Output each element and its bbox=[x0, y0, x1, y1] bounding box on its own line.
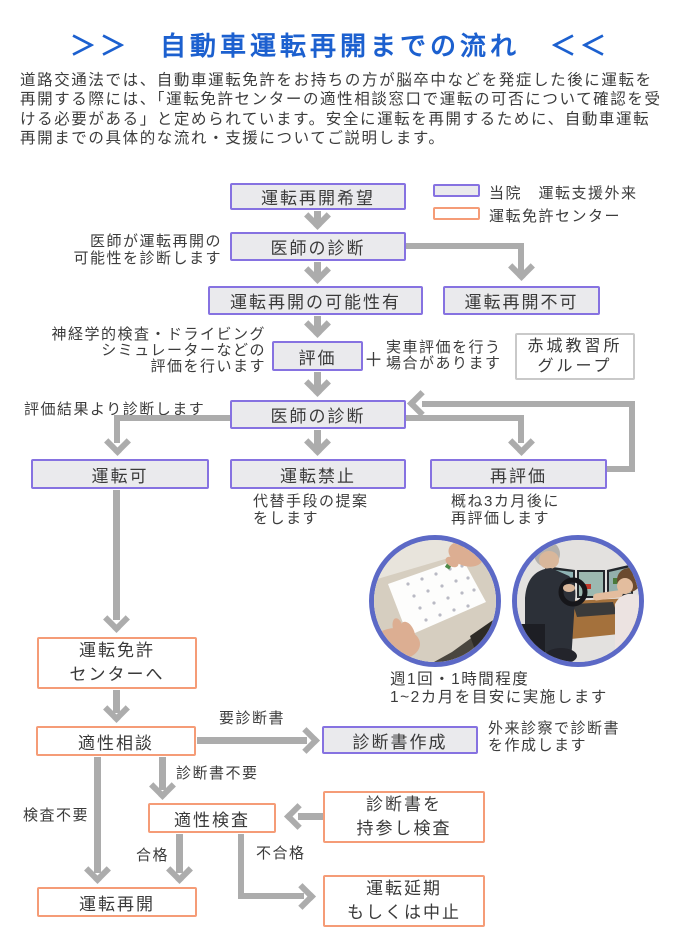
note-evaluation-methods: 神経学的検査・ドライビング シミュレーターなどの 評価を行います bbox=[51, 326, 266, 375]
page-title: ＞＞ 自動車運転再開までの流れ ＜＜ bbox=[69, 31, 610, 61]
arrowhead-doctor1-to-possible bbox=[304, 257, 331, 284]
arrowhead-licensecenter-to-consultation bbox=[103, 696, 130, 723]
sim-chair bbox=[519, 624, 545, 662]
arrow-consultation-to-resume bbox=[94, 757, 101, 873]
node-aptitude-consultation: 適性相談 bbox=[36, 726, 196, 756]
arrow-wish-to-doctor1 bbox=[314, 211, 321, 223]
woman-pointing-arm bbox=[593, 590, 623, 601]
arrowhead-test-to-postpone bbox=[289, 883, 316, 910]
node-resume-wish: 運転再開希望 bbox=[230, 183, 406, 210]
keyboard bbox=[573, 602, 617, 617]
arrow-doctor2-to-driveok-v bbox=[114, 415, 120, 443]
man-face bbox=[539, 551, 559, 569]
arrow-consultation-to-test bbox=[159, 757, 166, 790]
arrow-reeval-feedback-v bbox=[629, 401, 635, 472]
node-drive-prohibited: 運転禁止 bbox=[230, 459, 406, 489]
label-pass: 合格 bbox=[136, 847, 170, 864]
node-resume-possible: 運転再開の可能性有 bbox=[208, 286, 423, 315]
arrow-test-to-postpone-v bbox=[238, 834, 244, 896]
arrowhead-driveok-to-licensecenter bbox=[103, 606, 130, 633]
node-drive-ok: 運転可 bbox=[31, 459, 209, 489]
arrow-doctor1-to-impossible-v bbox=[518, 243, 524, 273]
arrow-doctor1-to-possible bbox=[314, 262, 321, 276]
node-aptitude-test: 適性検査 bbox=[148, 803, 276, 833]
plus-sign: ＋ bbox=[364, 350, 384, 371]
woman-top bbox=[615, 593, 639, 662]
legend-swatch-clinic bbox=[433, 184, 480, 197]
driving-simulator-photo bbox=[512, 535, 644, 667]
node-evaluation: 評価 bbox=[272, 341, 363, 371]
note-re-evaluation-timing: 概ね3カ月後に 再評価します bbox=[451, 493, 560, 527]
arrow-reeval-feedback-h bbox=[422, 401, 635, 407]
note-alternative-transport: 代替手段の提案 をします bbox=[253, 493, 369, 527]
arrowhead-doctor1-to-impossible bbox=[508, 254, 535, 281]
legend-label-license-center: 運転免許センター bbox=[489, 208, 622, 225]
node-bring-certificate: 診断書を 持参し検査 bbox=[323, 791, 485, 843]
node-re-evaluation: 再評価 bbox=[430, 459, 607, 489]
arrow-reeval-feedback-stub bbox=[607, 466, 635, 472]
label-need-certificate: 要診断書 bbox=[219, 710, 286, 727]
node-doctor-diagnosis-2: 医師の診断 bbox=[230, 400, 406, 429]
arrowhead-consultation-to-certificate bbox=[293, 727, 320, 754]
arrow-doctor2-to-prohibited bbox=[314, 430, 321, 448]
note-diagnosis-from-results: 評価結果より診断します bbox=[24, 401, 206, 418]
node-resume-driving: 運転再開 bbox=[37, 887, 197, 917]
note-doctor-diagnoses: 医師が運転再開の 可能性を診断します bbox=[73, 233, 222, 267]
label-no-certificate: 診断書不要 bbox=[176, 765, 259, 782]
arrowhead-evaluation-to-doctor2 bbox=[304, 370, 331, 397]
arrowhead-doctor2-to-reeval bbox=[508, 429, 535, 456]
node-certificate-creation: 診断書作成 bbox=[322, 726, 478, 754]
legend-swatch-license-center bbox=[433, 207, 480, 220]
arrow-licensecenter-to-consultation bbox=[113, 690, 120, 713]
arrow-driveok-to-licensecenter bbox=[113, 490, 120, 620]
arrow-bringcert-to-test bbox=[298, 813, 323, 820]
node-doctor-diagnosis-1: 医師の診断 bbox=[230, 232, 406, 261]
node-license-center: 運転免許 センターへ bbox=[37, 637, 197, 689]
node-resume-impossible: 運転再開不可 bbox=[443, 286, 600, 315]
note-outpatient-certificate: 外来診察で診断書 を作成します bbox=[488, 720, 621, 754]
test-paper bbox=[388, 558, 486, 636]
arrowhead-consultation-to-test bbox=[149, 773, 176, 800]
arrow-doctor1-to-impossible-h bbox=[406, 243, 524, 249]
arrow-doctor2-to-driveok-h bbox=[114, 415, 230, 421]
note-real-car-evaluation: 実車評価を行う 場合があります bbox=[386, 339, 502, 372]
steering-wheel bbox=[558, 577, 588, 607]
photo-caption: 週1回・1時間程度 1~2カ月を目安に実施します bbox=[390, 671, 608, 706]
arrow-doctor2-to-reeval-h bbox=[406, 415, 524, 421]
arrowhead-test-to-resume bbox=[166, 857, 193, 884]
arrow-doctor2-to-reeval-v bbox=[518, 415, 524, 443]
arrowhead-bringcert-to-test bbox=[284, 803, 311, 830]
arrow-test-to-resume bbox=[176, 834, 183, 873]
arrow-possible-to-evaluation bbox=[314, 316, 321, 331]
arrowhead-doctor2-to-driveok bbox=[104, 429, 131, 456]
arrowhead-reeval-feedback bbox=[407, 390, 434, 417]
driving-simulator-illustration bbox=[517, 540, 639, 662]
cancellation-test-photo bbox=[369, 535, 501, 667]
arrow-evaluation-to-doctor2 bbox=[314, 372, 321, 390]
cancellation-test-illustration bbox=[374, 540, 496, 662]
node-akagi-driving-school: 赤城教習所 グループ bbox=[515, 333, 635, 380]
woman-face bbox=[617, 578, 633, 594]
node-postpone-or-cancel: 運転延期 もしくは中止 bbox=[323, 875, 485, 927]
arrow-test-to-postpone-h bbox=[238, 893, 304, 899]
arrowhead-possible-to-evaluation bbox=[304, 311, 331, 338]
arrowhead-doctor2-to-prohibited bbox=[304, 429, 331, 456]
legend-label-clinic: 当院 運転支援外来 bbox=[489, 185, 638, 202]
arrow-consultation-to-certificate bbox=[197, 737, 307, 744]
paper-dots bbox=[406, 564, 476, 622]
arrowhead-consultation-to-resume bbox=[84, 857, 111, 884]
label-fail: 不合格 bbox=[256, 845, 306, 862]
intro-paragraph: 道路交通法では、自動車運転免許をお持ちの方が脳卒中などを発症した後に運転を再開す… bbox=[20, 72, 662, 147]
label-no-test: 検査不要 bbox=[23, 807, 90, 824]
